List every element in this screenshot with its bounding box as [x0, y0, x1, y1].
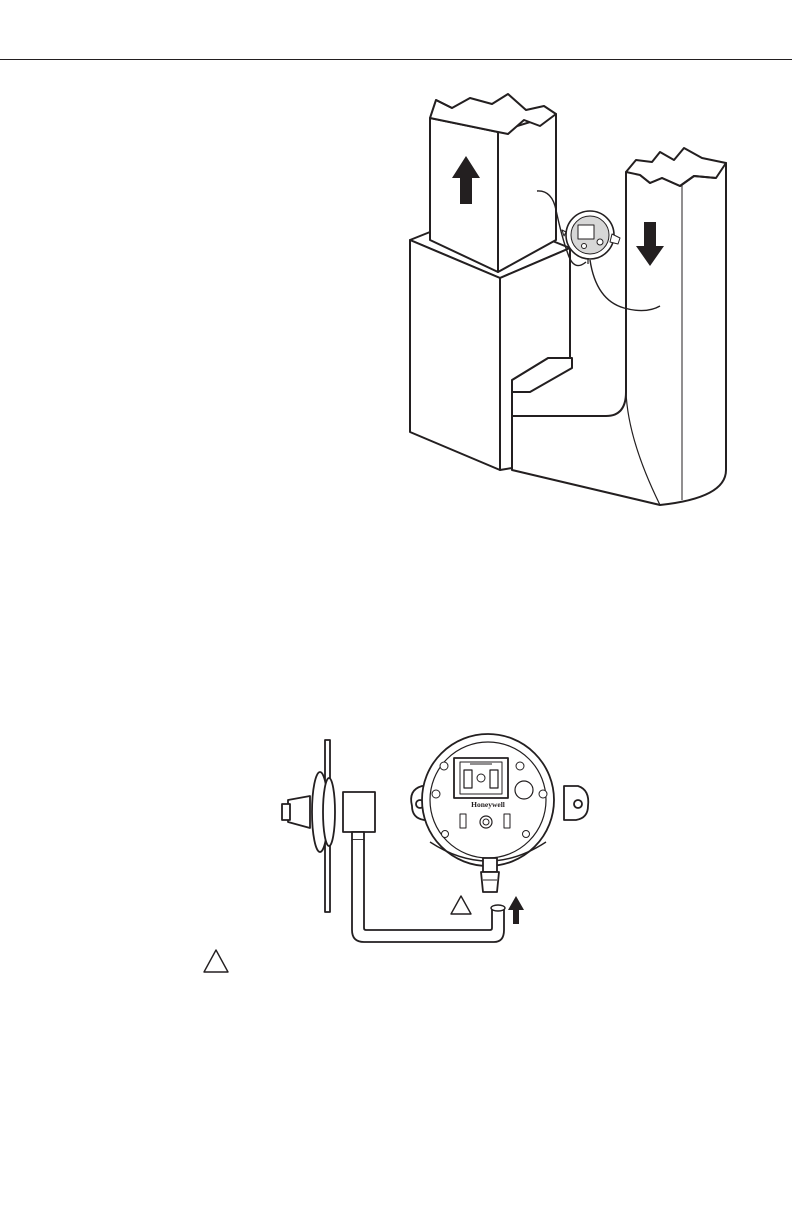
- caution-triangle-icon: [451, 896, 471, 914]
- pressure-switch: Honeywell: [411, 734, 588, 892]
- switch-brand-label: Honeywell: [471, 800, 505, 809]
- arrow-up-icon: [508, 896, 524, 924]
- note-triangle-icon: [204, 950, 228, 972]
